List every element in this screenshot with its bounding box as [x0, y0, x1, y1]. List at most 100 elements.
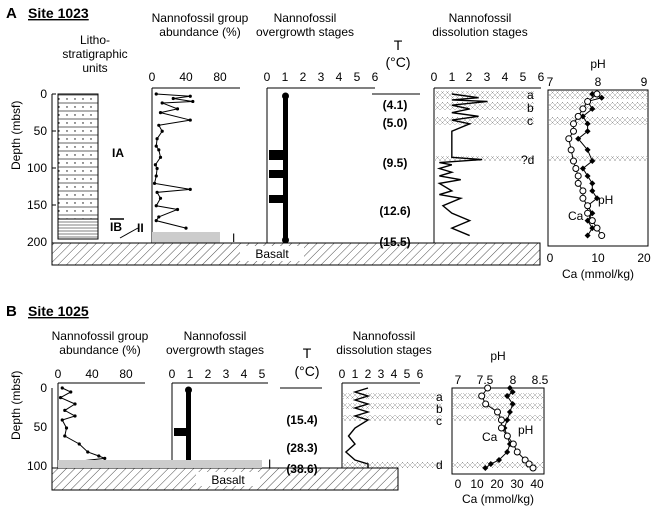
series-label-ca: Ca [568, 209, 584, 223]
abundance-point [152, 181, 157, 185]
marker-i: I [268, 457, 271, 471]
abundance-point [171, 96, 175, 101]
tick-label: 2 [466, 70, 473, 84]
tick-label: 3 [484, 70, 491, 84]
tick-label: 6 [372, 70, 379, 84]
ph-point [584, 217, 591, 224]
dissolution-letter: d [436, 458, 443, 472]
ph-point [506, 409, 513, 415]
tick-label: 0 [149, 70, 156, 84]
ca-point [570, 157, 577, 165]
unit-label-ii: II [137, 221, 144, 235]
abundance-point [154, 219, 158, 223]
tick-label: 50 [34, 124, 48, 138]
abundance-title: Nannofossil group [52, 329, 149, 343]
series-label-ph: pH [598, 193, 613, 207]
abundance-point [60, 418, 64, 422]
temperature-title: T [394, 37, 403, 53]
abundance-point [77, 442, 81, 446]
tick-label: 40 [530, 477, 544, 491]
dissolution-series [344, 387, 371, 468]
ph-ca-series [478, 384, 537, 472]
tick-label: 4 [336, 70, 343, 84]
ph-ca-box [547, 89, 649, 247]
abundance-point [160, 129, 164, 133]
basalt-label: Basalt [211, 473, 245, 487]
ph-point [589, 180, 596, 187]
ph-point [579, 113, 586, 120]
tick-label: 5 [259, 367, 266, 381]
tick-label: 40 [179, 70, 193, 84]
ca-point [570, 127, 577, 135]
ca-point [593, 90, 601, 98]
abundance-point [153, 163, 157, 167]
basalt-label: Basalt [255, 247, 289, 261]
temperature-value: (28.3) [286, 441, 317, 455]
dissolution-letter: c [436, 414, 442, 428]
tick-label: 40 [85, 367, 99, 381]
tick-label: 9 [641, 75, 648, 89]
ca-point [584, 209, 592, 217]
ca-point [497, 424, 505, 432]
litho-title-line: Litho- [80, 33, 110, 47]
ca-point [579, 187, 587, 195]
ph-point [584, 128, 591, 135]
ph-point [579, 165, 586, 172]
abundance-point [158, 155, 163, 159]
series-label-ca: Ca [482, 430, 498, 444]
ph-point [589, 105, 596, 112]
ca-point [570, 120, 577, 128]
tick-label: 200 [27, 235, 47, 249]
overgrowth-title: Nannofossil [274, 11, 337, 25]
ca-point [484, 384, 492, 392]
tick-label: 7 [455, 373, 462, 387]
temperature-value: (15.4) [286, 413, 317, 427]
ca-point [584, 202, 592, 210]
tick-label: 7.5 [477, 373, 494, 387]
abundance-point [154, 204, 158, 208]
tick-label: 2 [365, 367, 372, 381]
ca-point [579, 105, 587, 113]
ca-point [574, 179, 582, 187]
temperature-value: (9.5) [383, 156, 408, 170]
abundance-point [154, 144, 158, 148]
ph-point [589, 187, 596, 194]
tick-label: 2 [300, 70, 307, 84]
ph-point [584, 232, 591, 239]
ca-point [593, 224, 601, 232]
ca-point [574, 172, 582, 180]
site-title: Site 1023 [28, 5, 89, 21]
panel-b: B Site 1025 Depth (mbsf) 0 50 100 Nannof… [6, 303, 549, 506]
dissolution-title: Nannofossil [353, 329, 416, 343]
ph-point [589, 91, 596, 97]
site-title: Site 1025 [28, 303, 89, 319]
marker-i: I [232, 231, 235, 245]
abundance-point [160, 101, 164, 105]
ph-point [589, 225, 596, 232]
dissolution-letters: a b c ?d [521, 88, 534, 167]
abundance-point [155, 137, 159, 141]
tick-label: 80 [119, 367, 133, 381]
tick-label: 20 [637, 251, 651, 265]
ca-point [521, 456, 529, 464]
temperature-title: T [303, 345, 312, 361]
ca-point [509, 440, 517, 448]
ca-point [525, 460, 533, 468]
ph-point [509, 389, 516, 395]
ph-point [482, 465, 489, 471]
tick-label: 0 [455, 477, 462, 491]
tick-label: 150 [27, 198, 47, 212]
dissolution-letter: b [436, 402, 443, 416]
ca-point [565, 135, 573, 143]
temperature-value: (4.1) [383, 98, 408, 112]
ph-point [594, 195, 600, 202]
abundance-point [155, 190, 159, 194]
abundance-point [58, 396, 63, 400]
abundance-point [157, 123, 161, 127]
tick-label: 0 [40, 381, 47, 395]
dissolution-letter: ?d [521, 153, 534, 167]
tick-label: 5 [520, 70, 527, 84]
ph-point [504, 417, 511, 423]
ca-point [503, 432, 511, 440]
